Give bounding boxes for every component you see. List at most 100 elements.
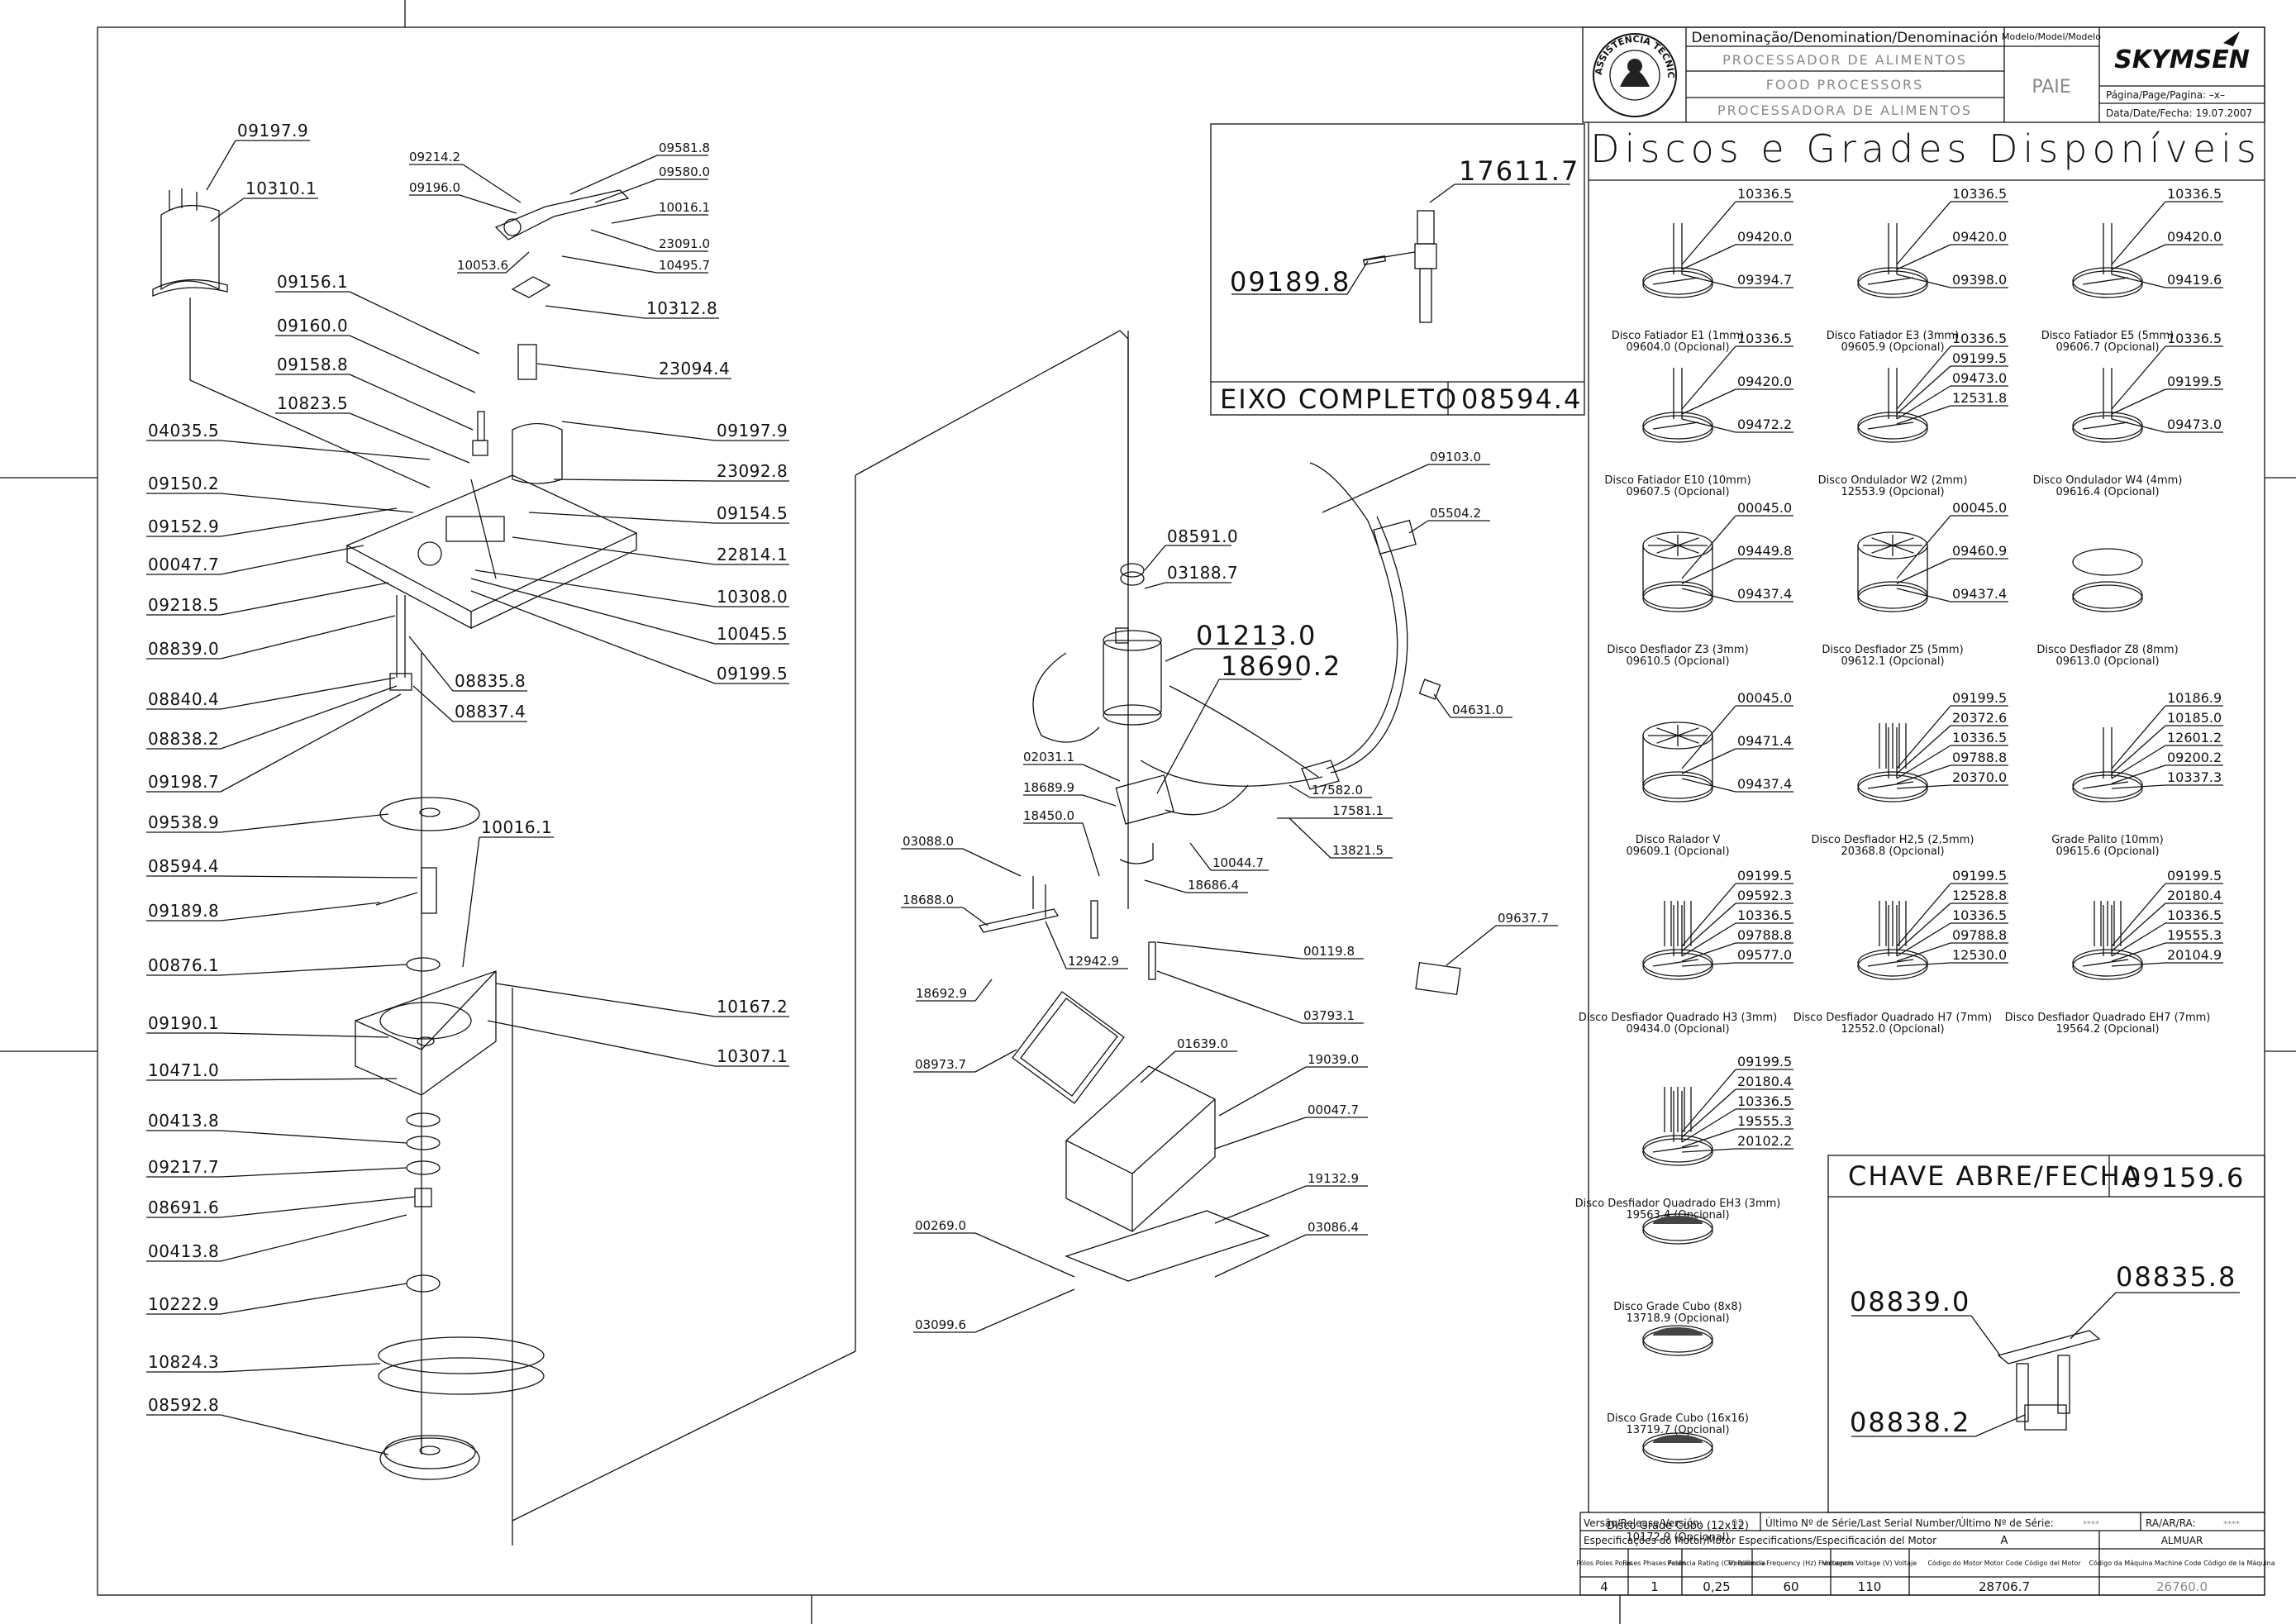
- ra-label: RA/AR/RA:: [2146, 1517, 2196, 1529]
- part-label: 10336.5: [1952, 907, 2007, 923]
- disc-shape: [1642, 581, 1713, 609]
- disc-code: 09610.5 (Opcional): [1626, 655, 1729, 668]
- part-label: 09538.9: [148, 812, 219, 832]
- part-label: 18692.9: [916, 986, 967, 1001]
- disc-shape: [1857, 771, 1928, 799]
- ra-value: ****: [2223, 1520, 2240, 1529]
- disc-name: Disco Ondulador W4 (4mm): [2033, 474, 2183, 487]
- disc-code: 13719.7 (Opcional): [1626, 1424, 1729, 1436]
- disc-item: Disco Desfiador Z8 (8mm)09613.0 (Opciona…: [2036, 548, 2179, 668]
- disc-name: Disco Desfiador H2,5 (2,5mm): [1812, 834, 1974, 846]
- name-es: PROCESSADORA DE ALIMENTOS: [1717, 102, 1972, 118]
- disc-item: Disco Desfiador H2,5 (2,5mm)20368.8 (Opc…: [1812, 690, 2008, 858]
- part-label: 09788.8: [1952, 927, 2007, 943]
- disc-name: Disco Desfiador Quadrado H3 (3mm): [1579, 1012, 1778, 1024]
- part-label: 03099.6: [915, 1317, 966, 1332]
- disc-shape: [2072, 412, 2143, 440]
- disc-shape: [2072, 267, 2143, 295]
- brand-star-icon: [2223, 31, 2240, 46]
- part-label: 09199.5: [1952, 690, 2007, 706]
- disc-code: 09613.0 (Opcional): [2055, 655, 2159, 668]
- serial-label: Último Nº de Série/Last Serial Number/Úl…: [1765, 1517, 2054, 1529]
- version-value: 02: [1732, 1517, 1744, 1529]
- axle-box-title: EIXO COMPLETO: [1220, 383, 1458, 415]
- part-label: 03088.0: [903, 834, 954, 849]
- disc-item: Disco Ondulador W4 (4mm)09616.4 (Opciona…: [2033, 331, 2223, 498]
- part-label: 12530.0: [1952, 947, 2007, 963]
- part-label: 20102.2: [1737, 1133, 1792, 1149]
- part-label: 09580.0: [659, 164, 710, 179]
- grid-pattern: [1653, 1216, 1703, 1224]
- part-label: 10336.5: [1737, 907, 1792, 923]
- part-label: 09420.0: [2167, 229, 2222, 245]
- part-label: 19132.9: [1308, 1171, 1359, 1186]
- header-frequency: Freqüência Frequency (Hz) Frecuencia: [1728, 1559, 1854, 1567]
- part-label: 09152.9: [148, 517, 219, 536]
- part-label: 10185.0: [2167, 710, 2222, 726]
- part-label: 09449.8: [1737, 543, 1792, 559]
- switch-box-code: 09159.6: [2124, 1162, 2245, 1193]
- part-label: 09150.2: [148, 474, 219, 493]
- switch-part-label: 08835.8: [2116, 1261, 2236, 1293]
- machine-variant: ALMUAR: [2161, 1535, 2203, 1546]
- name-pt: PROCESSADOR DE ALIMENTOS: [1722, 52, 1967, 68]
- part-label: 10016.1: [481, 817, 552, 837]
- part-label: 10336.5: [1737, 1093, 1792, 1109]
- disc-shape: [2072, 581, 2143, 609]
- disc-name: Disco Desfiador Z5 (5mm): [1822, 644, 1963, 656]
- part-label: 08837.4: [455, 702, 526, 722]
- switch-part-label: 08839.0: [1850, 1286, 1970, 1317]
- disc-name: Disco Desfiador Quadrado EH3 (3mm): [1575, 1198, 1781, 1210]
- header-phases: Fases Phases Fases: [1622, 1560, 1686, 1567]
- part-label: 09473.0: [2167, 417, 2222, 432]
- center-assembly-callouts: 08591.0 03188.7 01213.0 18690.2 02031.1 …: [901, 450, 1558, 1333]
- part-label: 09103.0: [1430, 450, 1481, 464]
- part-label: 00045.0: [1737, 500, 1792, 516]
- disc-shape: [1857, 267, 1928, 295]
- part-label: 10308.0: [717, 587, 788, 607]
- part-label: 12528.8: [1952, 888, 2007, 903]
- part-label: 09420.0: [1737, 374, 1792, 389]
- axle-part-label: 09189.8: [1230, 266, 1350, 298]
- part-label: 10824.3: [148, 1352, 219, 1372]
- part-label: 09437.4: [1952, 586, 2007, 602]
- disc-code: 09615.6 (Opcional): [2055, 845, 2159, 858]
- disc-shape: [1642, 267, 1713, 295]
- disc-code: 09609.1 (Opcional): [1626, 845, 1729, 858]
- part-label: 10310.1: [245, 179, 317, 198]
- part-label: 08835.8: [455, 671, 526, 691]
- part-label: 09199.5: [1952, 350, 2007, 366]
- disc-code: 09605.9 (Opcional): [1841, 341, 1944, 354]
- part-label: 09200.2: [2167, 750, 2222, 765]
- disc-code: 09606.7 (Opcional): [2055, 341, 2159, 354]
- disc-shape: [1642, 771, 1713, 799]
- disc-item: Disco Fatiador E1 (1mm)09604.0 (Opcional…: [1612, 186, 1793, 354]
- part-label: 09199.5: [1737, 1054, 1792, 1069]
- part-label: 09217.7: [148, 1157, 219, 1177]
- part-label: 20372.6: [1952, 710, 2007, 726]
- page-label: Página/Page/Pagina: –x–: [2106, 89, 2225, 101]
- disc-name: Disco Desfiador Z3 (3mm): [1607, 644, 1748, 656]
- part-label: 10823.5: [277, 393, 348, 413]
- part-label: 20104.9: [2167, 947, 2222, 963]
- part-label: 23094.4: [659, 359, 730, 379]
- part-label: 10307.1: [717, 1046, 788, 1066]
- part-label: 09460.9: [1952, 543, 2007, 559]
- version-label: Versão/Release/Versión:: [1584, 1517, 1703, 1529]
- part-label: 10312.8: [646, 298, 717, 318]
- name-en: FOOD PROCESSORS: [1766, 77, 1924, 93]
- part-label: 09437.4: [1737, 586, 1792, 602]
- part-label: 22814.1: [717, 545, 788, 564]
- center-assembly-drawing: [512, 330, 1461, 1522]
- header-voltage: Voltagem Voltage (V) Voltaje: [1822, 1560, 1917, 1567]
- disc-name: Disco Fatiador E10 (10mm): [1604, 474, 1751, 487]
- part-label: 09472.2: [1737, 417, 1792, 432]
- disc-code: 13718.9 (Opcional): [1626, 1312, 1729, 1325]
- disc-code: 09616.4 (Opcional): [2055, 486, 2159, 498]
- header-motor-code: Código do Motor Motor Code Código del Mo…: [1927, 1559, 2081, 1567]
- value-machine-code: 26760.0: [2156, 1579, 2208, 1594]
- part-label: 00269.0: [915, 1218, 966, 1233]
- disc-code: 20368.8 (Opcional): [1841, 845, 1944, 858]
- part-label: 12942.9: [1068, 954, 1119, 969]
